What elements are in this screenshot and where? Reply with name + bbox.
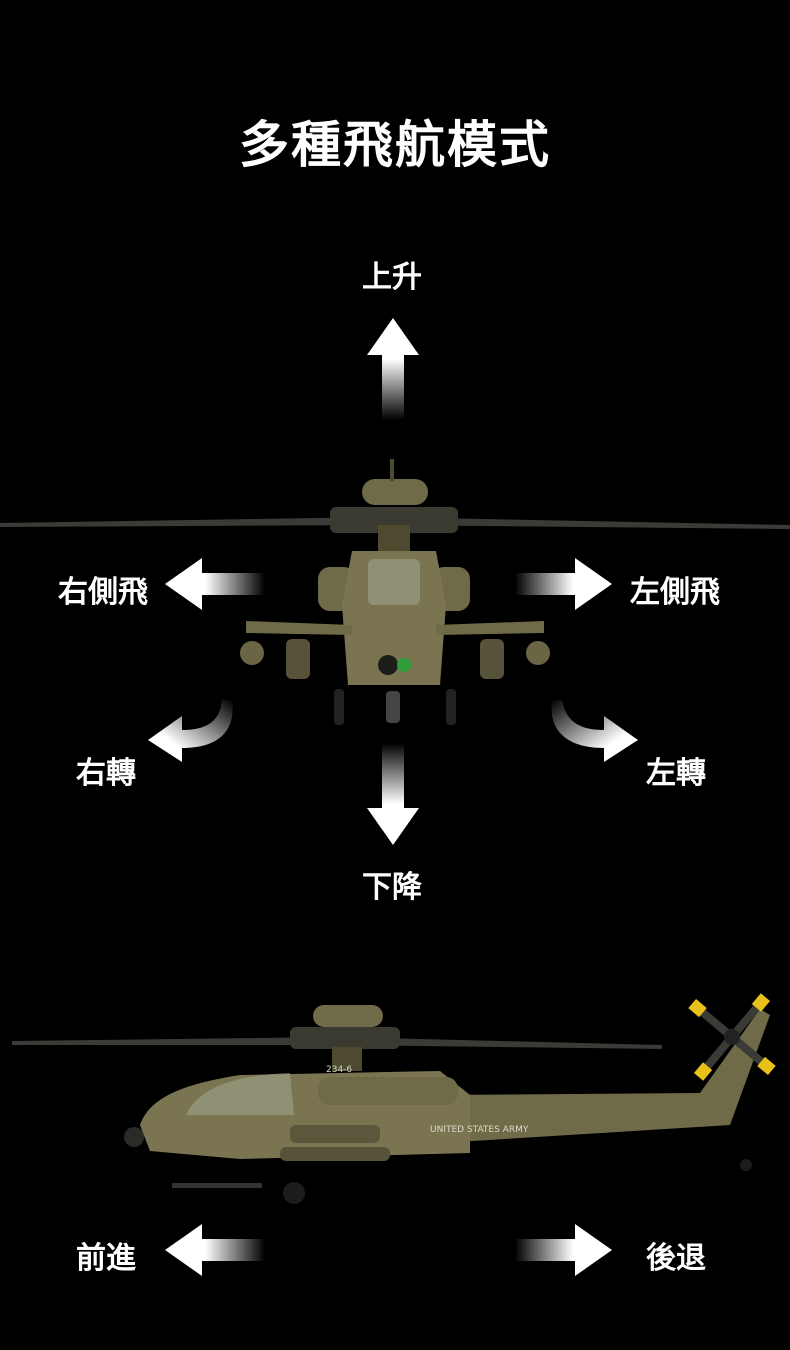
mode-label-left-side: 左側飛 — [630, 575, 720, 610]
mode-label-up: 上升 — [362, 260, 422, 295]
arrow-backward-icon — [515, 1224, 612, 1276]
arrow-left-side-icon — [515, 558, 612, 610]
page-title: 多種飛航模式 — [239, 116, 551, 174]
arrow-left-turn-icon — [551, 700, 638, 762]
arrow-down-icon — [367, 743, 419, 845]
helicopter-front-view — [0, 459, 790, 725]
arrow-up-icon — [367, 318, 419, 420]
helicopter-side-view: 234-6 UNITED STATES ARMY — [12, 993, 776, 1204]
mode-label-right-turn: 右轉 — [76, 756, 136, 791]
mode-label-down: 下降 — [362, 870, 422, 905]
arrow-right-turn-icon — [148, 700, 233, 762]
army-marking: UNITED STATES ARMY — [430, 1125, 529, 1135]
mode-label-forward: 前進 — [76, 1241, 136, 1276]
tail-number: 234-6 — [326, 1065, 352, 1075]
mode-label-right-side: 右側飛 — [58, 575, 148, 610]
mode-label-left-turn: 左轉 — [646, 756, 706, 791]
arrow-forward-icon — [165, 1224, 265, 1276]
arrow-right-side-icon — [165, 558, 265, 610]
mode-label-backward: 後退 — [646, 1241, 706, 1276]
